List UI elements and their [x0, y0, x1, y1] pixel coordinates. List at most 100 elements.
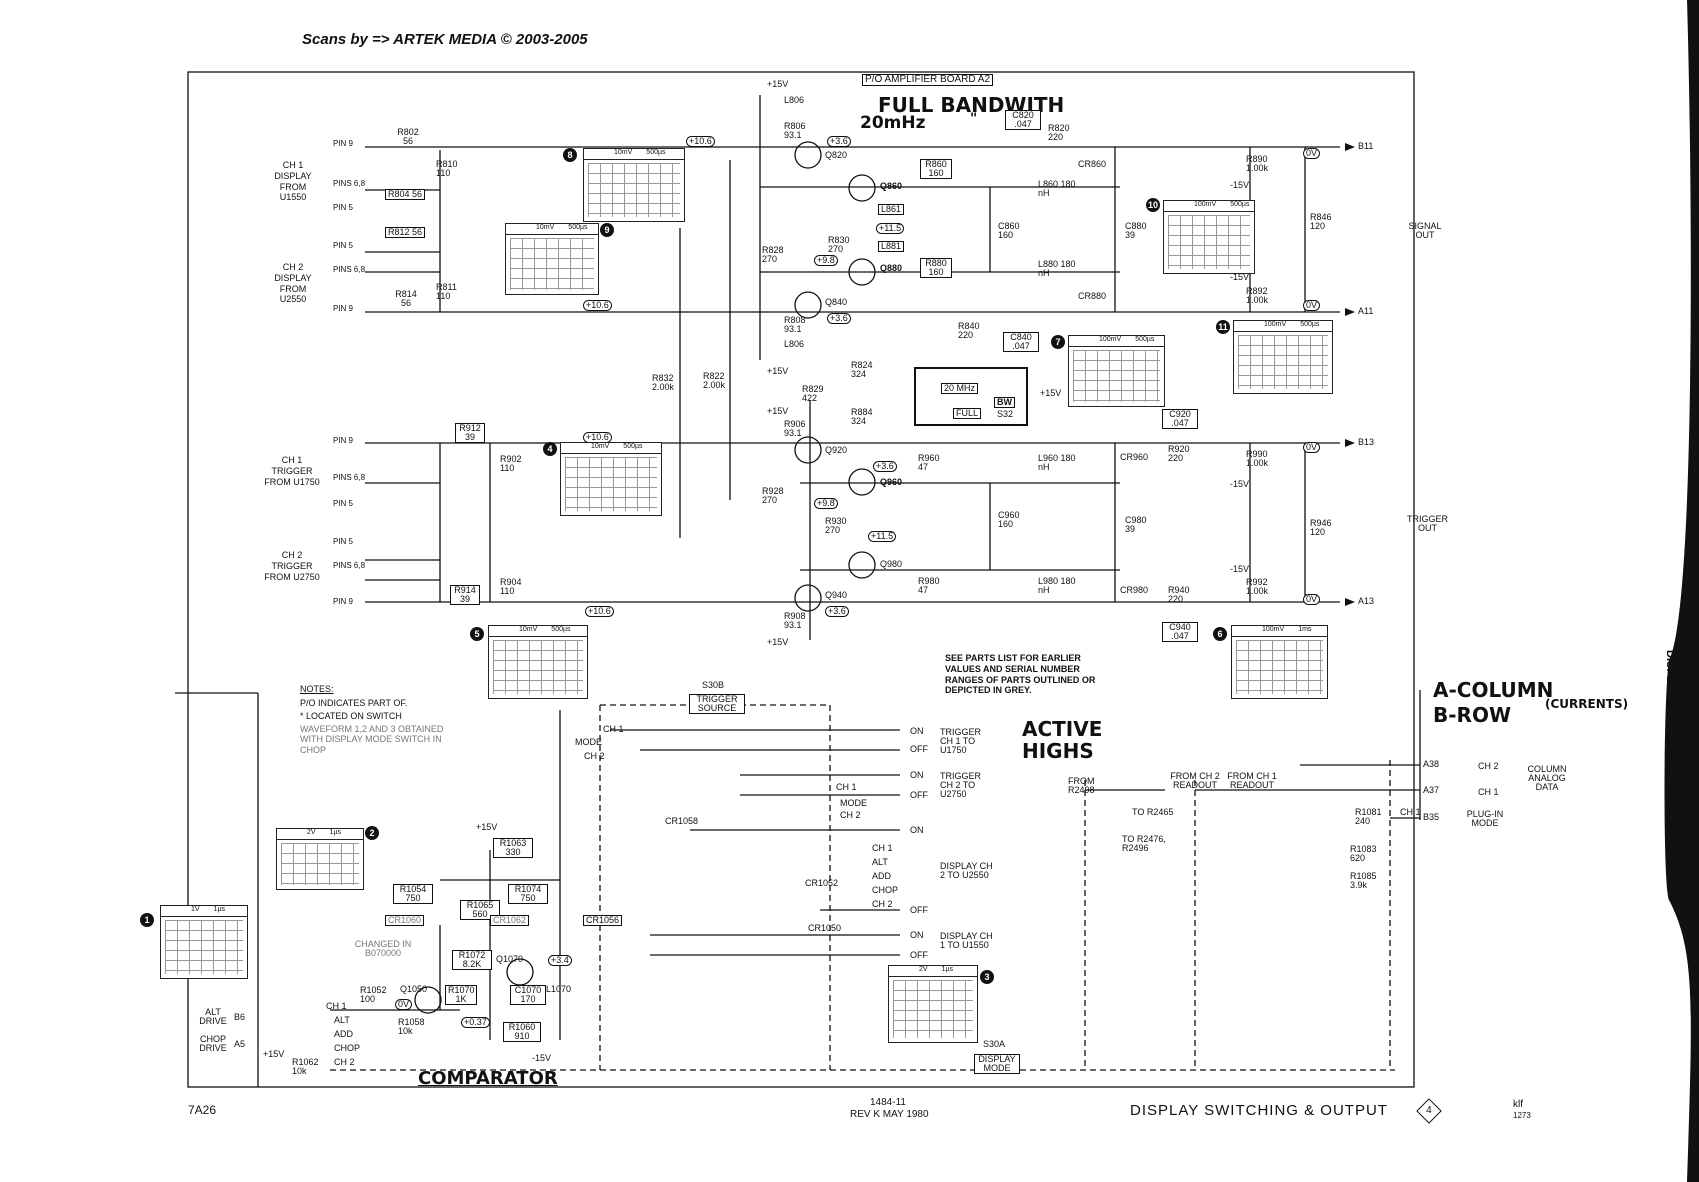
pin5-label: PIN 5: [333, 499, 354, 508]
bw-label: BW: [994, 397, 1015, 408]
cs-ch1: CH 1: [326, 1001, 347, 1011]
v3-4: +3.4: [548, 955, 572, 966]
a38-ch2: CH 2: [1478, 761, 1499, 771]
r946: R946 120: [1310, 518, 1332, 537]
notes-block: NOTES: P/O INDICATES PART OF. * LOCATED …: [300, 683, 450, 756]
bw-20mhz[interactable]: 20 MHz: [941, 383, 979, 394]
c920: C920 .047: [1162, 409, 1198, 429]
c860: C860 160: [998, 221, 1020, 240]
pin-a5: A5: [234, 1039, 246, 1049]
waveform-6-marker: 6: [1213, 627, 1227, 641]
ch1-trigger-input: CH 1 TRIGGER FROM U1750: [264, 455, 320, 487]
trig-ch1-on: ON: [910, 726, 924, 736]
l960: L960 180 nH: [1038, 453, 1076, 472]
trigger-ch1-output: TRIGGER CH 1 TO U1750: [940, 727, 982, 755]
c880: C880 39: [1125, 221, 1147, 240]
notes-line1: P/O INDICATES PART OF.: [300, 697, 408, 708]
v0-37: +0.37: [461, 1017, 490, 1028]
v10-6-a: +10.6: [686, 136, 715, 147]
r912: R912 39: [455, 423, 485, 443]
notes-title: NOTES:: [300, 684, 334, 694]
r808: R808 93.1: [784, 315, 806, 334]
r930: R930 270: [825, 516, 847, 535]
l806-bot: L806: [784, 339, 805, 349]
display-mode-switch[interactable]: DISPLAY MODE: [974, 1054, 1020, 1074]
waveform-3-marker: 3: [980, 970, 994, 984]
pins68-label: PINS 6,8: [333, 561, 366, 570]
r1070: R1070 1K: [445, 985, 477, 1005]
ch1-display-input: CH 1 DISPLAY FROM U1550: [274, 160, 312, 203]
q980: Q980: [880, 559, 903, 569]
to-r2476: TO R2476, R2496: [1122, 834, 1166, 853]
cr1056: CR1056: [583, 915, 623, 926]
disp-ch1-on: ON: [910, 930, 924, 940]
pin-b35: B35: [1423, 812, 1440, 822]
p15-mid2: +15V: [767, 406, 789, 416]
r920: R920 220: [1168, 444, 1190, 463]
notes-line2: * LOCATED ON SWITCH: [300, 711, 402, 721]
dm-add: ADD: [872, 871, 892, 881]
v0-comp: 0V: [395, 999, 413, 1010]
r814: R814 56: [395, 289, 417, 308]
r830: R830 270: [828, 235, 850, 254]
pins68-label: PINS 6,8: [333, 473, 366, 482]
ch2-trigger-input: CH 2 TRIGGER FROM U2750: [264, 550, 320, 582]
dm-mode: MODE: [840, 798, 867, 808]
display-ch2-output: DISPLAY CH 2 TO U2550: [940, 861, 993, 880]
r892: R892 1.00k: [1246, 286, 1269, 305]
comparator-note: COMPARATOR: [418, 1068, 558, 1089]
pin5-label: PIN 5: [333, 241, 354, 250]
v0-d: 0V: [1303, 594, 1321, 605]
v10-6-d: +10.6: [585, 606, 614, 617]
m15-b: -15V: [1230, 272, 1250, 282]
c960: C960 160: [998, 510, 1020, 529]
ch2-display-input: CH 2 DISPLAY FROM U2550: [274, 262, 312, 305]
bw-full[interactable]: FULL: [953, 408, 982, 419]
ts-ch2: CH 2: [584, 751, 605, 761]
from-ch2-readout: FROM CH 2 READOUT: [1170, 771, 1220, 790]
parts-list-note: SEE PARTS LIST FOR EARLIER VALUES AND SE…: [945, 653, 1096, 696]
v9-8-b: +9.8: [814, 498, 838, 509]
cr860: CR860: [1078, 159, 1107, 169]
r884: R884 324: [851, 407, 873, 426]
v10-6-b: +10.6: [583, 300, 612, 311]
s32: S32: [997, 409, 1014, 419]
dm-chop: CHOP: [872, 885, 899, 895]
notes-line3: WAVEFORM 1,2 AND 3 OBTAINED WITH DISPLAY…: [300, 723, 444, 756]
m15-a: -15V: [1230, 180, 1250, 190]
r1054: R1054 750: [393, 884, 433, 904]
b-row-note: B-ROW: [1433, 703, 1512, 727]
pin-b11: B11: [1358, 141, 1374, 151]
r914: R914 39: [450, 585, 480, 605]
v0-a: 0V: [1303, 148, 1321, 159]
pin5-label: PIN 5: [333, 537, 354, 546]
pin-a38: A38: [1423, 759, 1440, 769]
pin9-label: PIN 9: [333, 304, 354, 313]
diagram-title: DISPLAY SWITCHING & OUTPUT: [1130, 1102, 1388, 1119]
r1083: R1083 620: [1350, 844, 1377, 863]
signal-out-label: SIGNAL OUT: [1408, 221, 1442, 240]
r832: R832 2.00k: [652, 373, 675, 392]
l980: L980 180 nH: [1038, 576, 1076, 595]
l861: L861: [878, 204, 905, 215]
trig-ch2-on: ON: [910, 770, 924, 780]
waveform-9-marker: 9: [600, 223, 614, 237]
q960: Q960: [880, 477, 903, 487]
waveform-7-marker: 7: [1051, 335, 1065, 349]
r824: R824 324: [851, 360, 873, 379]
r806: R806 93.1: [784, 121, 806, 140]
l880: L880 180 nH: [1038, 259, 1076, 278]
r802: R802 56: [397, 127, 419, 146]
disp-ch1-off: OFF: [910, 950, 928, 960]
q1070: Q1070: [496, 954, 524, 964]
cr1060: CR1060: [385, 915, 425, 926]
trigger-source-switch[interactable]: TRIGGER SOURCE: [689, 694, 745, 714]
l860: L860 180 nH: [1038, 179, 1076, 198]
cr880: CR880: [1078, 291, 1107, 301]
r906: R906 93.1: [784, 419, 806, 438]
